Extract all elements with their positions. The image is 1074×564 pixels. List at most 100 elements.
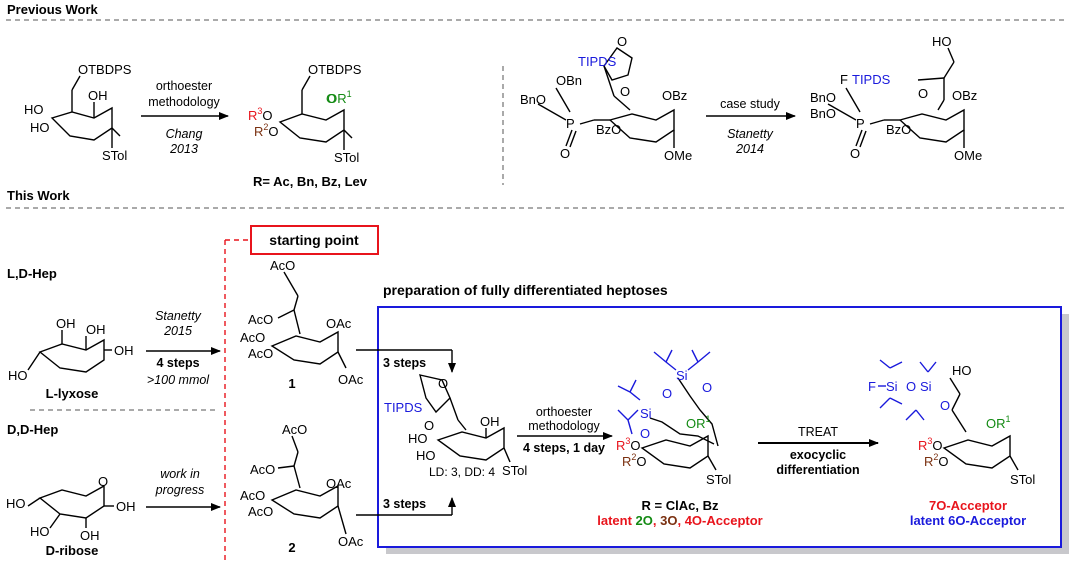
svg-text:AcO: AcO — [250, 462, 275, 477]
svg-text:R2O: R2O — [622, 452, 647, 469]
svg-text:4 steps: 4 steps — [156, 356, 199, 370]
svg-text:HO: HO — [30, 524, 50, 539]
svg-text:>100 mmol: >100 mmol — [147, 373, 210, 387]
svg-text:AcO: AcO — [270, 258, 295, 273]
svg-text:BnO: BnO — [810, 106, 836, 121]
svg-text:O: O — [940, 398, 950, 413]
svg-text:Stanetty: Stanetty — [155, 309, 202, 323]
l-lyxose-structure — [27, 330, 112, 373]
compound-2-labels: AcO AcO OAc AcO AcO OAc 2 — [240, 422, 364, 555]
svg-text:HO: HO — [24, 102, 44, 117]
compound-6-labels: F Si O Si O HO OR1 R3O R2O STol 7O-Accep… — [868, 363, 1035, 528]
svg-text:latent 2O, 3O, 4O-Acceptor: latent 2O, 3O, 4O-Acceptor — [597, 513, 762, 528]
heading-this-work: This Work — [7, 188, 70, 203]
svg-text:HO: HO — [8, 368, 28, 383]
svg-text:OAc: OAc — [338, 372, 364, 387]
svg-text:OR1: OR1 — [686, 414, 711, 431]
svg-text:O: O — [560, 146, 570, 161]
chang-starting-material-labels: OTBDPS HO HO OH STol — [24, 62, 132, 163]
svg-text:exocyclic: exocyclic — [790, 448, 846, 462]
svg-text:latent 6O-Acceptor: latent 6O-Acceptor — [910, 513, 1026, 528]
chang-arrow: orthoester methodology Chang 2013 — [141, 79, 229, 156]
svg-text:F: F — [840, 72, 848, 87]
svg-text:STol: STol — [102, 148, 127, 163]
svg-text:4 steps, 1 day: 4 steps, 1 day — [523, 441, 605, 455]
svg-text:7O-Acceptor: 7O-Acceptor — [929, 498, 1007, 513]
stanetty-starting-material — [537, 47, 675, 148]
svg-text:OMe: OMe — [664, 148, 692, 163]
svg-text:OBz: OBz — [662, 88, 687, 103]
svg-text:O: O — [617, 34, 627, 49]
arrow-treat: TREAT exocyclic differentiation — [758, 425, 879, 477]
svg-text:orthoester: orthoester — [156, 79, 212, 93]
svg-text:OH: OH — [56, 316, 76, 331]
svg-text:HO: HO — [6, 496, 26, 511]
compound-5-labels: Si O O Si O OR1 R3O R2O STol R = ClAc, B… — [597, 368, 762, 528]
stanetty-starting-material-labels: TIPDS O OBn BnO P O O OBz BzO OMe — [520, 34, 692, 163]
svg-text:R2O: R2O — [254, 122, 279, 139]
svg-text:AcO: AcO — [248, 312, 273, 327]
svg-text:TIPDS: TIPDS — [578, 54, 617, 69]
svg-text:OAc: OAc — [326, 316, 352, 331]
svg-text:BnO: BnO — [520, 92, 546, 107]
svg-text:OBn: OBn — [556, 73, 582, 88]
svg-text:AcO: AcO — [248, 504, 273, 519]
three-steps-arrows: 3 steps 3 steps — [356, 349, 456, 516]
svg-text:orthoester: orthoester — [536, 405, 592, 419]
stanetty-product-labels: HO F TIPDS BnO BnO P O O OBz BzO OMe — [810, 34, 982, 163]
svg-text:O: O — [662, 386, 672, 401]
svg-text:F: F — [868, 379, 876, 394]
svg-text:HO: HO — [408, 431, 428, 446]
svg-text:O: O — [918, 86, 928, 101]
svg-text:LD: 3, DD: 4: LD: 3, DD: 4 — [429, 465, 495, 479]
l-lyxose-labels: OH OH OH HO L-lyxose — [8, 316, 134, 401]
dd-hep-label: D,D-Hep — [7, 422, 58, 437]
svg-text:OH: OH — [480, 414, 500, 429]
compound-6-isopropyls — [878, 359, 937, 421]
svg-text:TIPDS: TIPDS — [384, 400, 423, 415]
svg-text:OOR1: OOR1 — [326, 89, 352, 106]
svg-text:work in: work in — [160, 467, 200, 481]
starting-point-label: starting point — [269, 232, 359, 248]
svg-text:R3O: R3O — [918, 436, 943, 453]
arrow-ribose-to-2: work in progress — [146, 467, 221, 511]
chang-product-labels: OTBDPS OOR1 R3O R2O STol R= Ac, Bn, Bz, … — [248, 62, 368, 189]
d-ribose-structure — [27, 484, 114, 529]
svg-text:AcO: AcO — [240, 330, 265, 345]
svg-text:O: O — [906, 379, 916, 394]
svg-text:2015: 2015 — [163, 324, 192, 338]
svg-text:BzO: BzO — [886, 122, 911, 137]
svg-text:STol: STol — [334, 150, 359, 165]
d-ribose-labels: O OH HO HO OH D-ribose — [6, 474, 136, 558]
svg-text:BzO: BzO — [596, 122, 621, 137]
svg-text:O: O — [424, 418, 434, 433]
svg-text:2014: 2014 — [735, 142, 764, 156]
svg-text:L-lyxose: L-lyxose — [46, 386, 99, 401]
preparation-box — [377, 306, 1062, 548]
svg-text:OH: OH — [116, 499, 136, 514]
svg-text:AcO: AcO — [282, 422, 307, 437]
svg-text:OAc: OAc — [326, 476, 352, 491]
svg-text:P: P — [856, 116, 865, 131]
svg-text:OMe: OMe — [954, 148, 982, 163]
svg-text:HO: HO — [952, 363, 972, 378]
svg-text:methodology: methodology — [528, 419, 600, 433]
heading-previous-work: Previous Work — [7, 2, 99, 17]
svg-text:HO: HO — [30, 120, 50, 135]
svg-text:Si: Si — [676, 368, 688, 383]
compound-2-structure — [270, 435, 347, 535]
svg-text:HO: HO — [416, 448, 436, 463]
svg-text:O: O — [98, 474, 108, 489]
compound-1-labels: AcO AcO OAc AcO AcO OAc 1 — [240, 258, 364, 391]
svg-text:OH: OH — [86, 322, 106, 337]
svg-text:OR1: OR1 — [986, 414, 1011, 431]
svg-text:STol: STol — [706, 472, 731, 487]
svg-text:OH: OH — [80, 528, 100, 543]
svg-text:O: O — [438, 376, 448, 391]
svg-text:HO: HO — [932, 34, 952, 49]
svg-text:AcO: AcO — [240, 488, 265, 503]
svg-text:OH: OH — [88, 88, 108, 103]
svg-text:1: 1 — [288, 376, 295, 391]
svg-text:OTBDPS: OTBDPS — [308, 62, 362, 77]
svg-text:O: O — [702, 380, 712, 395]
